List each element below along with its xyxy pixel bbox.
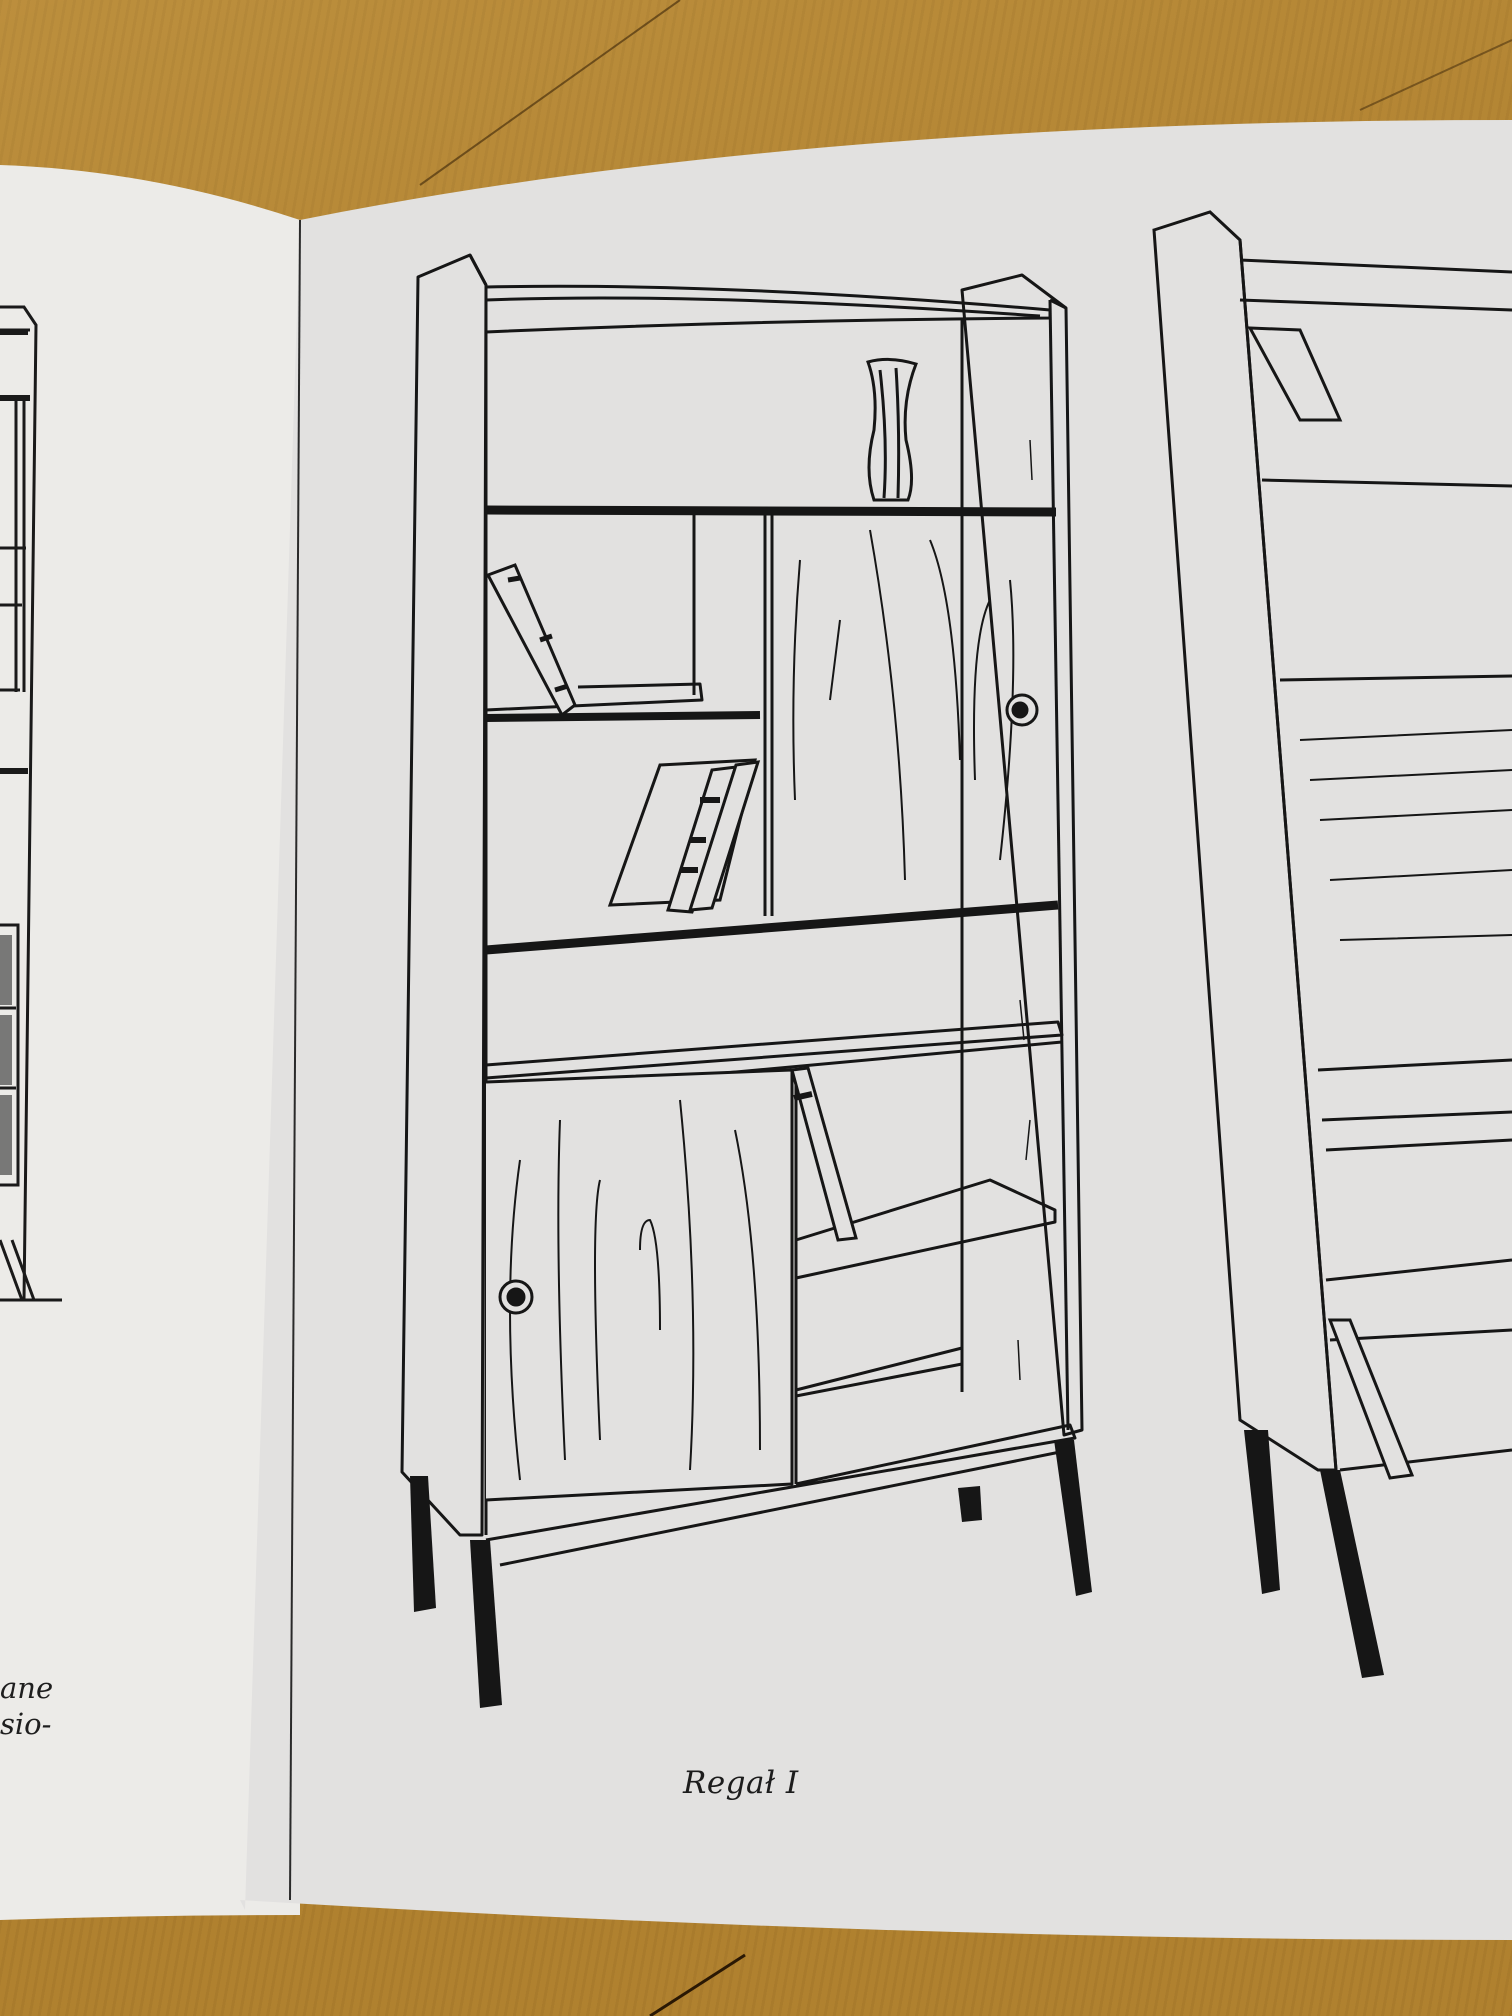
bookshelf-illustration <box>400 253 1084 1567</box>
illustration-caption: Regał I <box>683 1765 799 1801</box>
bookshelf-legs <box>410 1440 1092 1708</box>
left-page-text-fragment: sio- <box>0 1707 52 1741</box>
left-page-text-fragment: ane <box>0 1671 54 1705</box>
vase-icon <box>866 357 918 502</box>
hatched-sections <box>0 330 30 1175</box>
left-page <box>0 165 300 1920</box>
second-bookshelf-legs <box>1244 1430 1384 1678</box>
books-icon <box>485 563 858 1242</box>
